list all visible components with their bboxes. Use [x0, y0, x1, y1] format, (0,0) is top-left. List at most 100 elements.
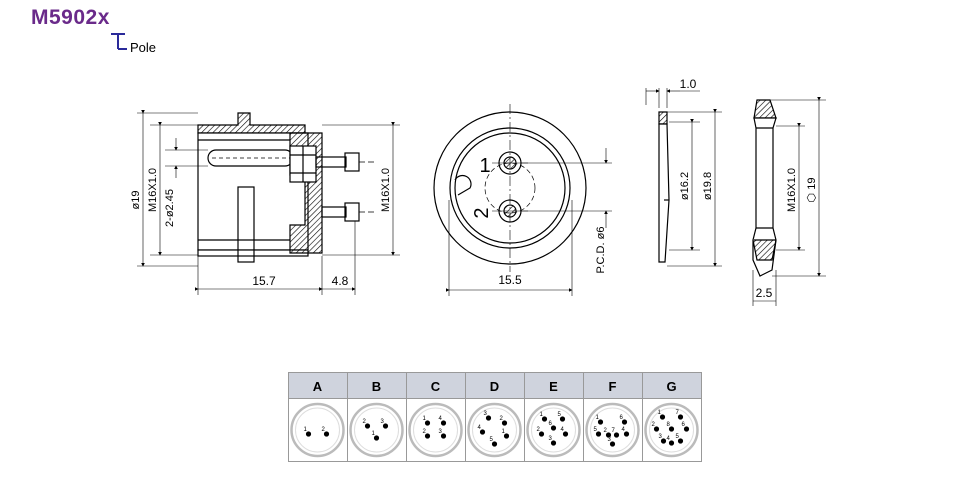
pin-number: 7	[676, 410, 680, 416]
pin-number: 8	[667, 422, 671, 428]
dim-washer-inner: ø16.2	[679, 172, 691, 200]
pin-face-c	[408, 402, 463, 458]
dim-nut-hex: ⬡ 19	[806, 178, 818, 203]
pin-number: 6	[682, 422, 686, 428]
pin-number: 1	[596, 415, 600, 421]
pin-number: 2	[652, 422, 656, 428]
pin-number: 1	[540, 412, 544, 418]
pin-2-label: 2	[471, 207, 493, 218]
dim-washer-thickness: 1.0	[680, 77, 697, 91]
pin-dot	[559, 416, 566, 422]
pin-dot	[677, 414, 684, 420]
pin-number: 3	[659, 434, 663, 440]
pin-dot	[479, 429, 486, 435]
pin-face-f	[585, 402, 640, 458]
pin-table-col-e: E	[549, 379, 558, 394]
pin-table-col-a: A	[313, 379, 323, 394]
dim-washer-outer: ø19.8	[702, 172, 714, 200]
pin-dot	[382, 423, 389, 429]
pin-number: 1	[658, 410, 662, 416]
pin-number: 4	[667, 436, 671, 442]
pin-dot	[621, 419, 628, 425]
pin-table-col-f: F	[609, 379, 617, 394]
pin-dot	[613, 432, 620, 438]
pin-dot	[550, 440, 557, 446]
technical-drawing: ø19 M16X1.0 2-ø2.45 M16X1.0 15.7 4.8 1 2…	[130, 77, 826, 306]
side-view	[137, 110, 400, 295]
pin-dot	[424, 433, 431, 439]
pin-table-col-b: B	[372, 379, 381, 394]
front-view	[433, 104, 612, 296]
pin-number: 3	[439, 429, 443, 435]
pin-1-label: 1	[479, 155, 490, 177]
pole-label: Pole	[130, 40, 157, 55]
pin-dot	[485, 415, 492, 421]
pin-number: 6	[620, 415, 624, 421]
pin-dot	[605, 432, 612, 438]
pin-number: 1	[423, 416, 427, 422]
pin-dot	[677, 438, 684, 444]
pin-dot	[609, 441, 616, 447]
pin-number: 2	[322, 427, 326, 433]
pin-number: 4	[439, 416, 443, 422]
pin-number: 1	[304, 427, 308, 433]
pin-dot	[491, 441, 498, 447]
model-title: M5902x	[31, 6, 110, 29]
pin-number: 5	[490, 437, 494, 443]
pin-dot	[538, 431, 545, 437]
pin-number: 3	[484, 411, 488, 417]
pin-dot	[373, 435, 380, 441]
pin-dot	[623, 431, 630, 437]
pin-number: 2	[537, 427, 541, 433]
pin-dot	[668, 426, 675, 432]
dim-thread: M16X1.0	[147, 168, 159, 212]
pin-dot	[683, 426, 690, 432]
pin-number: 4	[561, 427, 565, 433]
pin-dot	[503, 433, 510, 439]
pin-number: 1	[372, 431, 376, 437]
dim-tail: 4.8	[332, 274, 349, 288]
dim-nut-thread: M16X1.0	[786, 168, 798, 212]
pin-dot	[440, 420, 447, 426]
nut-view	[752, 97, 826, 306]
pin-dot	[597, 419, 604, 425]
dim-pcd: P.C.D. ø6	[595, 227, 607, 274]
pin-dot	[424, 420, 431, 426]
pin-number: 2	[363, 419, 367, 425]
pin-dot	[541, 416, 548, 422]
pin-face-d	[467, 402, 522, 458]
pin-number: 5	[594, 427, 598, 433]
pin-number: 2	[604, 428, 608, 434]
pin-number: 2	[500, 416, 504, 422]
pin-dot	[550, 425, 557, 431]
pin-face-b	[349, 402, 404, 458]
pin-number: 5	[558, 412, 562, 418]
pin-dot	[323, 431, 330, 437]
pin-table-header	[288, 372, 702, 399]
dim-nut-thickness: 2.5	[756, 286, 773, 300]
pin-number: 4	[622, 427, 626, 433]
pin-dot	[364, 423, 371, 429]
pin-number: 1	[502, 429, 506, 435]
dim-holes: 2-ø2.45	[164, 189, 176, 227]
pin-dot	[653, 426, 660, 432]
pin-dot	[562, 431, 569, 437]
pin-dot	[595, 431, 602, 437]
pin-number: 4	[478, 425, 482, 431]
pin-dot	[440, 433, 447, 439]
pin-dot	[501, 420, 508, 426]
pin-dot	[305, 431, 312, 437]
dim-front-width: 15.5	[498, 273, 522, 287]
pin-number: 2	[423, 429, 427, 435]
pin-number: 7	[612, 428, 616, 434]
pin-dot	[659, 414, 666, 420]
pin-table-col-g: G	[666, 379, 676, 394]
pin-number: 3	[381, 419, 385, 425]
pin-number: 3	[608, 437, 612, 443]
pin-number: 6	[549, 421, 553, 427]
washer-view	[645, 88, 722, 267]
pin-dot	[668, 440, 675, 446]
pin-dot	[660, 438, 667, 444]
dim-length: 15.7	[252, 274, 276, 288]
